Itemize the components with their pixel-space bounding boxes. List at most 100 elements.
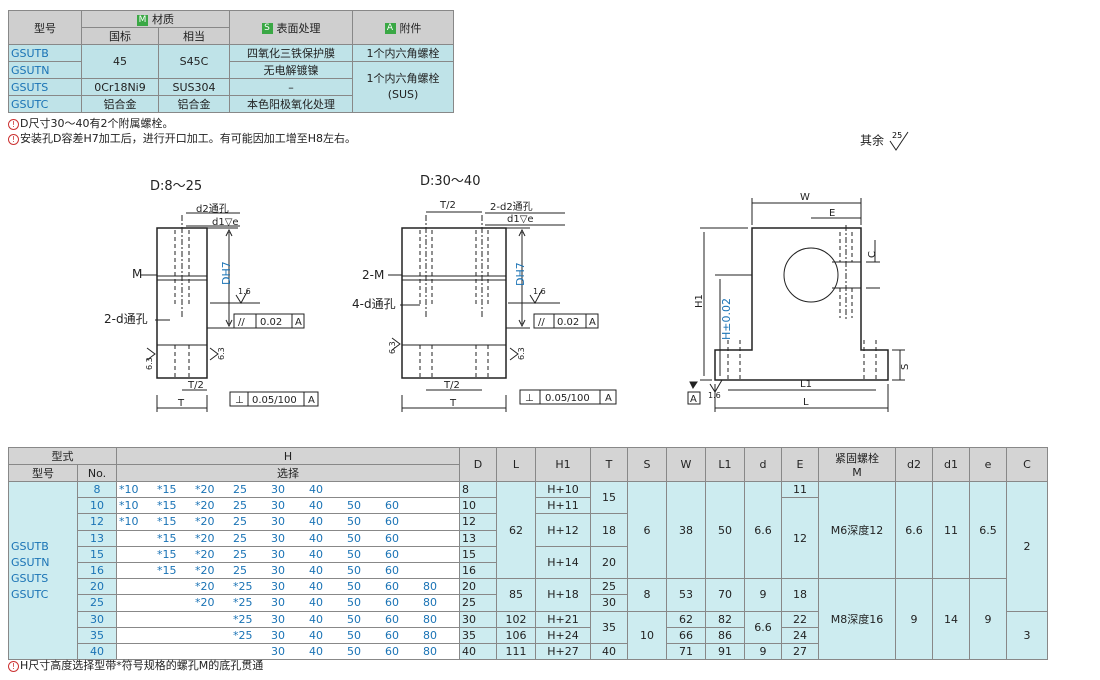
d-cell: 35 xyxy=(459,626,497,644)
h-option-cell: *10 xyxy=(116,497,155,515)
svg-text:DH7: DH7 xyxy=(220,261,233,285)
h-option-cell: 50 xyxy=(345,497,383,515)
cell-w: 62 xyxy=(666,610,706,628)
h-option-cell xyxy=(116,545,155,563)
model-cell: GSUTN xyxy=(8,61,82,79)
h-option-cell: *15 xyxy=(155,545,193,563)
model-cell: GSUTB xyxy=(8,44,82,62)
h-option-cell: *20 xyxy=(193,480,231,499)
header-ee: e xyxy=(969,447,1007,482)
h-option-cell: 40 xyxy=(307,480,345,499)
d-cell: 16 xyxy=(459,561,497,580)
svg-text:A: A xyxy=(690,394,697,405)
h-option-cell xyxy=(421,480,460,499)
header-model: 型号 xyxy=(8,464,78,482)
cell-d1: 11 xyxy=(932,480,970,580)
h-option-cell xyxy=(155,578,193,596)
d-cell: 25 xyxy=(459,594,497,612)
h-option-cell: 60 xyxy=(383,610,421,628)
h-option-cell xyxy=(383,480,421,499)
h-option-cell: 40 xyxy=(307,561,345,580)
cell-d: 9 xyxy=(744,578,782,612)
cell-l: 111 xyxy=(496,642,536,661)
h-option-cell xyxy=(116,594,155,612)
svg-text:0.02: 0.02 xyxy=(260,317,282,328)
cell-l: 62 xyxy=(496,480,536,580)
cell-w: 53 xyxy=(666,578,706,612)
svg-text:H±0.02: H±0.02 xyxy=(720,298,733,340)
h-option-cell: *20 xyxy=(193,513,231,531)
note-1: !D尺寸30～40有2个附属螺栓。 xyxy=(8,115,173,131)
mid-drawing xyxy=(388,211,617,412)
std-cell: 铝合金 xyxy=(81,95,159,113)
header-l1: L1 xyxy=(705,447,745,482)
no-cell: 30 xyxy=(77,610,117,628)
h-option-cell: 60 xyxy=(383,642,421,661)
drawing-title-mid: D:30～40 xyxy=(420,174,481,189)
cell-d: 6.6 xyxy=(744,610,782,644)
cell-t: 30 xyxy=(590,594,628,612)
h-option-cell: *25 xyxy=(231,610,269,628)
header-d: D xyxy=(459,447,497,482)
cell-t: 40 xyxy=(590,642,628,661)
h-option-cell: 80 xyxy=(421,594,460,612)
header-equiv: 相当 xyxy=(158,27,230,45)
h-option-cell: *10 xyxy=(116,480,155,499)
h-option-cell xyxy=(421,529,460,547)
svg-text:S: S xyxy=(900,364,911,370)
header-s: S xyxy=(627,447,667,482)
h-option-cell: 50 xyxy=(345,626,383,644)
cell-w: 71 xyxy=(666,642,706,661)
cell-t: 25 xyxy=(590,578,628,596)
surface-cell: – xyxy=(229,78,353,96)
h-option-cell: 60 xyxy=(383,626,421,644)
svg-text:T/2: T/2 xyxy=(443,380,460,391)
no-cell: 40 xyxy=(77,642,117,661)
cell-h1: H+10 xyxy=(535,480,591,499)
cell-l: 85 xyxy=(496,578,536,612)
technical-drawings: d2通孔 d1▽e M 2-d通孔 DH7 1.6 // 0.02 A T/2 … xyxy=(104,192,911,412)
h-option-cell: 40 xyxy=(307,578,345,596)
h-option-cell: 80 xyxy=(421,626,460,644)
header-h: H xyxy=(116,447,460,465)
h-option-cell: 30 xyxy=(269,480,307,499)
svg-text://: // xyxy=(238,317,245,328)
svg-text:4-d通孔: 4-d通孔 xyxy=(352,297,396,311)
d-cell: 40 xyxy=(459,642,497,661)
h-option-cell: 25 xyxy=(231,497,269,515)
h-option-cell xyxy=(421,545,460,563)
svg-text:⊥: ⊥ xyxy=(235,395,244,406)
header-e: E xyxy=(781,447,819,482)
h-option-cell: 40 xyxy=(307,642,345,661)
h-option-cell xyxy=(421,497,460,515)
header-l: L xyxy=(496,447,536,482)
h-option-cell: *25 xyxy=(231,626,269,644)
no-cell: 16 xyxy=(77,561,117,580)
h-option-cell xyxy=(193,642,231,661)
svg-text:6.3: 6.3 xyxy=(388,341,397,354)
header-dd: d xyxy=(744,447,782,482)
cell-m: M6深度12 xyxy=(818,480,896,580)
h-option-cell: 50 xyxy=(345,513,383,531)
no-cell: 10 xyxy=(77,497,117,515)
h-option-cell: 50 xyxy=(345,578,383,596)
h-option-cell: 40 xyxy=(307,513,345,531)
svg-text://: // xyxy=(538,317,545,328)
h-option-cell xyxy=(345,480,383,499)
h-option-cell xyxy=(155,594,193,612)
h-option-cell: 25 xyxy=(231,529,269,547)
cell-e: 24 xyxy=(781,626,819,644)
svg-text:d1▽e: d1▽e xyxy=(507,214,534,225)
h-option-cell xyxy=(155,610,193,628)
cell-h1: H+11 xyxy=(535,497,591,515)
no-cell: 13 xyxy=(77,529,117,547)
no-cell: 15 xyxy=(77,545,117,563)
